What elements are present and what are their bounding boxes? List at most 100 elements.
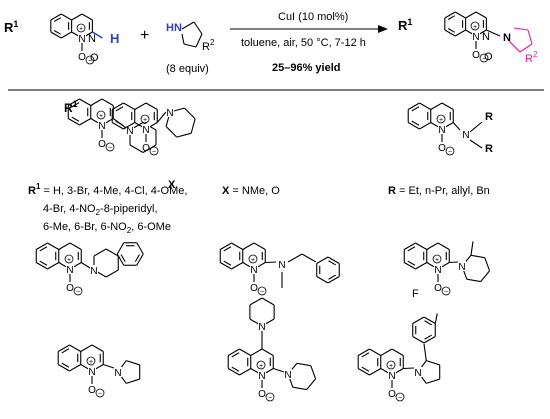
ring-bond [183, 43, 197, 48]
n-label-bg [88, 366, 96, 376]
n-plus-sign: + [389, 363, 393, 370]
ring-bond [67, 118, 80, 126]
ring-double-bond [407, 246, 416, 252]
n-plus-sign: + [89, 359, 93, 366]
amine-n-bg [166, 107, 174, 117]
ring-bond [81, 13, 93, 21]
yield-text: 25–96% yield [272, 62, 341, 74]
ring-bond [357, 348, 370, 356]
ring-bond [426, 242, 439, 250]
ring-double-bond [61, 348, 70, 354]
ring-bond [465, 11, 477, 19]
c-f-bond [434, 313, 438, 324]
n-plus-circle [86, 356, 96, 366]
n-plus-circle [436, 114, 446, 124]
n-atom-label: N [472, 32, 479, 43]
ring-bond [430, 102, 443, 110]
ring-bond [423, 336, 436, 344]
n-label: N [462, 130, 469, 141]
amine-n-label: N [90, 266, 97, 277]
ring-double-bond [328, 260, 337, 266]
ring-bond [67, 98, 80, 106]
n-atom-label: N [98, 121, 105, 132]
n-plus-sign: + [251, 257, 255, 264]
r1-caption-line3: 6-Me, 6-Br, 6-NO2, 6-OMe [43, 221, 171, 235]
ring-bond [145, 102, 158, 110]
ring-bond [316, 276, 329, 284]
ring-bond [242, 242, 255, 250]
ring-bond [527, 29, 533, 45]
ring-bond [415, 242, 428, 250]
ring-bond [69, 242, 82, 250]
n-plus-circle [96, 110, 106, 120]
ring-bond [79, 118, 92, 126]
ring-double-bond [407, 260, 416, 266]
o-minus-sign: − [398, 395, 402, 402]
product-general: N+O− R1 N O N R2 [398, 11, 538, 65]
product-2-methylpiperidinyl: N+O−N [403, 241, 491, 296]
o-atom-label: O [472, 50, 480, 61]
o-minus-circle [95, 388, 105, 398]
ring-bond [403, 262, 416, 270]
ring-double-bond [411, 106, 420, 112]
ring-double-bond [411, 120, 420, 126]
o-minus-circle [441, 286, 451, 296]
ring-bond [181, 21, 195, 30]
ring-bond [249, 297, 263, 306]
n-atom-label: N [142, 125, 149, 136]
amine-n-bg [458, 261, 466, 271]
amine-n-bg [414, 367, 422, 377]
ring-bond [219, 262, 232, 270]
ring-bond [412, 316, 425, 324]
o-minus-circle [105, 142, 115, 152]
ring-bond [369, 368, 382, 376]
ring-double-bond [424, 334, 433, 340]
ring-bond [35, 242, 48, 250]
ring-bond [69, 344, 82, 352]
ring-bond [306, 378, 316, 390]
ring-bond [454, 11, 466, 19]
o-atom-label: O [388, 389, 396, 400]
ring-bond [239, 368, 252, 376]
ring-double-bond [223, 246, 232, 252]
n-plus-sign: + [473, 24, 477, 31]
ring-bond [126, 378, 140, 384]
ch2-ph-bond [301, 253, 317, 263]
n-plus-sign: + [143, 117, 147, 124]
ring-bond [116, 242, 125, 255]
ring-bond [231, 242, 244, 250]
ring-bond [57, 364, 70, 372]
ring-bond [480, 270, 490, 282]
n-plus-sign: + [435, 257, 439, 264]
amine-n-bg [284, 369, 292, 379]
ring-double-bond [39, 246, 48, 252]
ring-bond [316, 256, 329, 264]
amine-n-bg [258, 321, 266, 331]
ring-bond [142, 144, 157, 153]
amine-n-label: N [258, 322, 265, 333]
c-n-bond [452, 122, 461, 131]
product-tetrahydroisoquinoline: N+O−N [35, 242, 144, 296]
product-4-piperidinyl-bis: N+O−NN [227, 297, 317, 402]
amine-n-bg [90, 265, 98, 275]
ring-bond [129, 144, 144, 153]
ring-bond [176, 132, 192, 138]
ring-bond [423, 316, 436, 324]
n-plus-sign: + [439, 117, 443, 124]
amine-n-bg [114, 367, 122, 377]
ring-double-bond [361, 352, 370, 358]
product-quinoline-rings: N+O− [444, 11, 533, 63]
product-pyrrolidinyl: N+O−N [57, 344, 141, 398]
prod1-r1-label: R1 [64, 99, 78, 115]
reactant-H-atom: H [110, 31, 119, 46]
ring-double-bond [53, 17, 62, 22]
ring-double-bond [39, 260, 48, 266]
ring-bond [79, 98, 92, 106]
ring-bond [403, 242, 416, 250]
o-atom-label: O [98, 139, 106, 150]
ring-double-bond [71, 116, 80, 122]
amine-ring-bond [181, 33, 185, 45]
n-label-bg [258, 370, 266, 380]
ring-bond [454, 29, 466, 37]
product-R2-label: R2 [525, 50, 538, 65]
